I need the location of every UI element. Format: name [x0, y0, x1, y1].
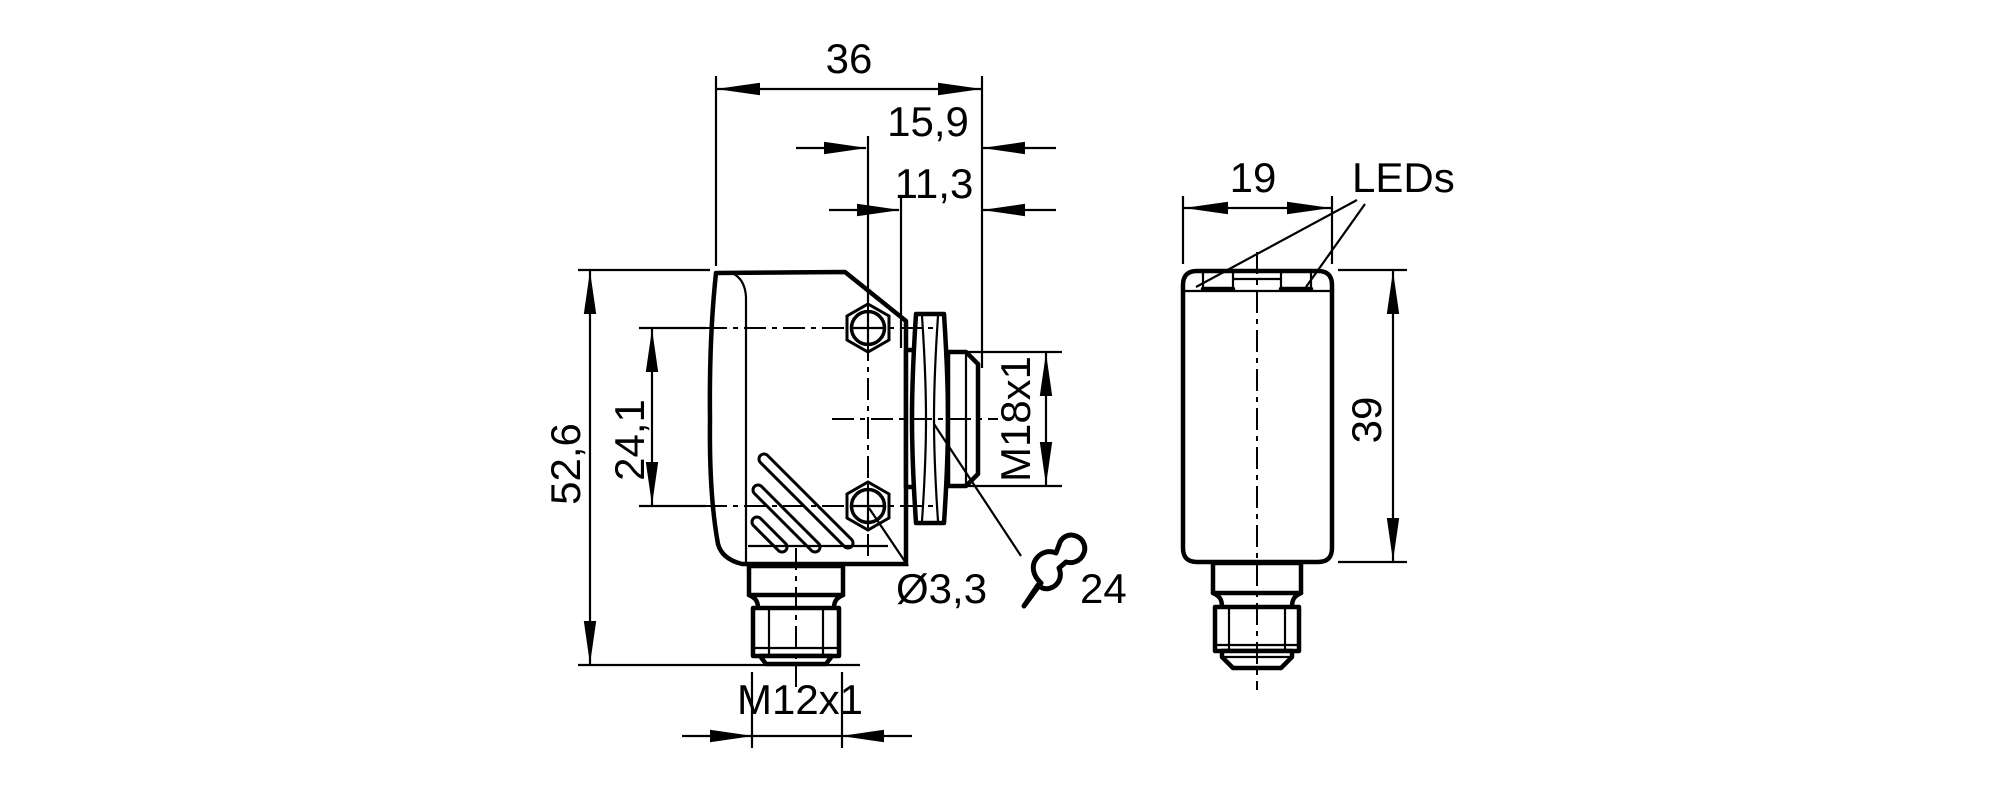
dim-label-36: 36 — [826, 35, 873, 82]
dim-label-11-3: 11,3 — [895, 160, 974, 207]
centerlines — [705, 252, 1258, 690]
callout-leds: LEDs — [1195, 154, 1455, 288]
callout-hole-diameter: Ø3,3 — [868, 507, 987, 612]
dim-label-m12x1: M12x1 — [737, 676, 863, 723]
dimension-39: 39 — [1338, 268, 1407, 564]
dimension-15-9: 15,9 — [796, 98, 1056, 302]
wrench-icon — [1021, 532, 1088, 609]
dim-label-52-6: 52,6 — [542, 423, 589, 505]
dim-label-24-1: 24,1 — [606, 399, 653, 481]
front-face-inner-contour — [731, 272, 748, 563]
dimension-m18x1: M18x1 — [950, 350, 1062, 488]
dim-label-39: 39 — [1343, 397, 1390, 444]
dimension-24-1: 24,1 — [606, 326, 706, 508]
dimension-36: 36 — [714, 35, 984, 368]
dim-label-19: 19 — [1230, 154, 1277, 201]
optical-window-hatch — [748, 452, 888, 554]
dimension-m12x1: M12x1 — [682, 672, 912, 748]
dim-label-15-9: 15,9 — [887, 98, 969, 145]
dim-label-m18x1: M18x1 — [992, 356, 1039, 482]
label-wrench-size: 24 — [1080, 565, 1127, 612]
callout-wrench: 24 — [933, 423, 1127, 612]
label-leds: LEDs — [1352, 154, 1455, 201]
dimension-52-6: 52,6 — [542, 268, 860, 667]
label-hole-diameter: Ø3,3 — [896, 565, 987, 612]
dimension-11-3: 11,3 — [829, 160, 1056, 348]
dimension-19: 19 — [1181, 154, 1334, 264]
led-window-left — [1200, 272, 1236, 292]
